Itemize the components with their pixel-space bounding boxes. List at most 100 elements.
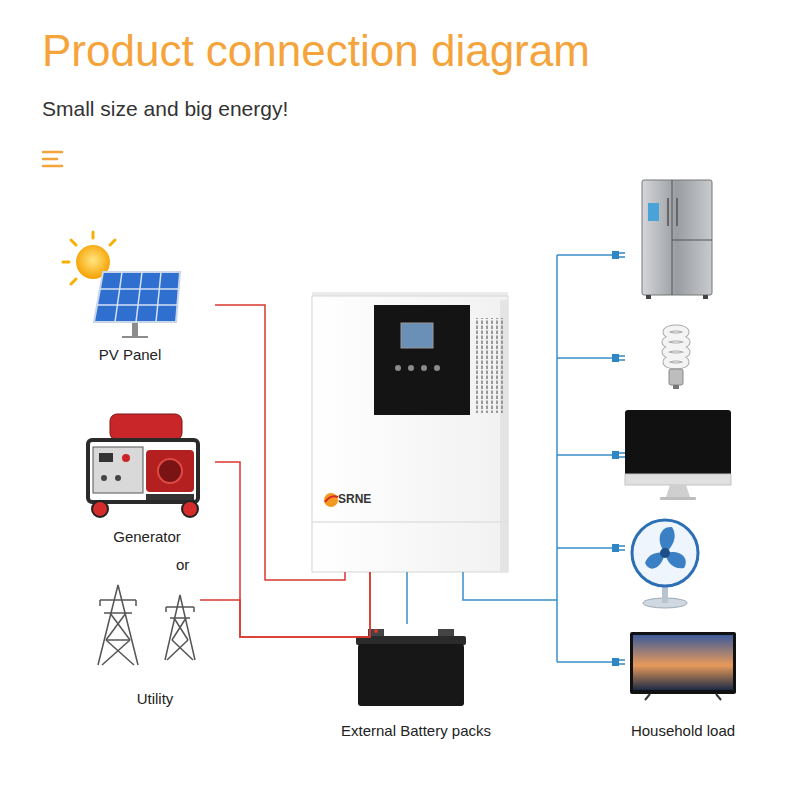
utility-tower-icon [98, 585, 138, 665]
plug-icon [612, 354, 619, 362]
menu-icon [43, 165, 62, 168]
bulb-icon [666, 358, 686, 366]
tv-icon [630, 632, 736, 700]
inverter-icon [374, 305, 470, 415]
bulb-icon [673, 385, 679, 389]
battery-icon [356, 629, 466, 706]
solar-panel-icon [100, 288, 179, 290]
bulb-icon [665, 338, 687, 346]
generator-icon [101, 475, 107, 481]
node-label: PV Panel [99, 346, 162, 364]
plug-icon [612, 658, 619, 666]
menu-icon [43, 151, 62, 154]
bus-wire [556, 255, 558, 662]
bulb-icon [665, 328, 687, 366]
bus-wire [557, 547, 612, 549]
inverter-icon [434, 365, 440, 371]
utility-node: Utility [90, 580, 200, 710]
solar-panel-icon [94, 272, 180, 337]
monitor-icon [625, 410, 731, 476]
fridge-icon [646, 295, 651, 299]
utility-tower-icon [110, 613, 130, 640]
fridge-icon [642, 180, 712, 299]
bulb-icon [665, 328, 687, 389]
battery-node: External Battery packs [330, 624, 500, 745]
plug-icon [619, 456, 625, 458]
solar-panel-icon [97, 304, 178, 306]
solar-panel-icon [94, 272, 180, 322]
tv-icon [630, 632, 736, 694]
inverter-icon [421, 365, 427, 371]
inverter-icon [312, 292, 508, 572]
utility-tower-icon [99, 600, 101, 606]
sun-icon [71, 279, 76, 284]
bulb-icon [665, 338, 687, 346]
bus-wire [557, 661, 612, 663]
plug-icon [619, 359, 625, 361]
utility-tower-icon [193, 607, 195, 612]
fridge-icon [667, 198, 669, 226]
plug-icon [619, 256, 625, 258]
utility-tower-icon [102, 640, 130, 665]
sun-icon [110, 240, 115, 245]
utility-tower-icon [106, 613, 126, 640]
power-wire [215, 305, 345, 580]
node-label: SRNE [338, 492, 371, 506]
utility-tower-icon [98, 585, 195, 665]
sun-icon [63, 261, 69, 264]
plug-icon [619, 659, 625, 661]
power-wire [215, 462, 370, 637]
solar-panel-icon [132, 322, 138, 336]
fridge-icon [648, 203, 659, 221]
bulb-icon [665, 348, 687, 356]
fridge-icon [676, 198, 678, 226]
fridge-icon [672, 240, 712, 241]
utility-tower-icon [167, 640, 188, 660]
inverter-node: SRNE [312, 296, 508, 572]
bulb-icon [669, 369, 683, 385]
sun-icon [92, 232, 95, 238]
inverter-icon [401, 323, 433, 348]
utility-tower-icon [174, 618, 188, 640]
node-label: External Battery packs [341, 722, 491, 740]
battery-icon [374, 629, 378, 633]
monitor-icon [625, 474, 731, 485]
inverter-icon [476, 318, 506, 413]
solar-panel-icon [97, 272, 179, 322]
menu-icon [43, 152, 62, 166]
bulb-icon [666, 328, 686, 336]
power-wire [406, 572, 408, 624]
generator-icon [92, 501, 108, 517]
bulb-icon [666, 328, 686, 336]
utility-tower-icon [165, 607, 167, 612]
plug-icon [619, 663, 625, 665]
generator-icon [122, 454, 130, 462]
fan-icon [662, 585, 668, 603]
battery-icon [358, 644, 464, 706]
solar-panel-icon [115, 272, 122, 322]
monitor-icon [660, 497, 696, 500]
generator-icon [99, 453, 113, 462]
bulb-icon [666, 358, 686, 366]
generator-icon [146, 494, 194, 500]
generator-icon [115, 475, 121, 481]
inverter-icon [312, 521, 508, 523]
plug-icon [619, 545, 625, 547]
generator-node: Generator [75, 405, 215, 550]
node-label: Utility [137, 690, 174, 708]
fan-icon [660, 548, 670, 558]
node-label: Household load [631, 722, 735, 740]
diagram-title: Product connection diagram [42, 26, 590, 77]
plug-icon [612, 251, 625, 666]
monitor-icon [625, 410, 731, 500]
or-label: or [176, 556, 189, 574]
node-label: Generator [113, 528, 181, 546]
power-wire [463, 572, 557, 600]
bus-wire [557, 255, 612, 662]
utility-tower-icon [106, 640, 134, 665]
inverter-icon [324, 493, 338, 507]
fridge-icon [703, 295, 708, 299]
tv-icon [633, 635, 733, 690]
inverter-icon [395, 365, 401, 371]
